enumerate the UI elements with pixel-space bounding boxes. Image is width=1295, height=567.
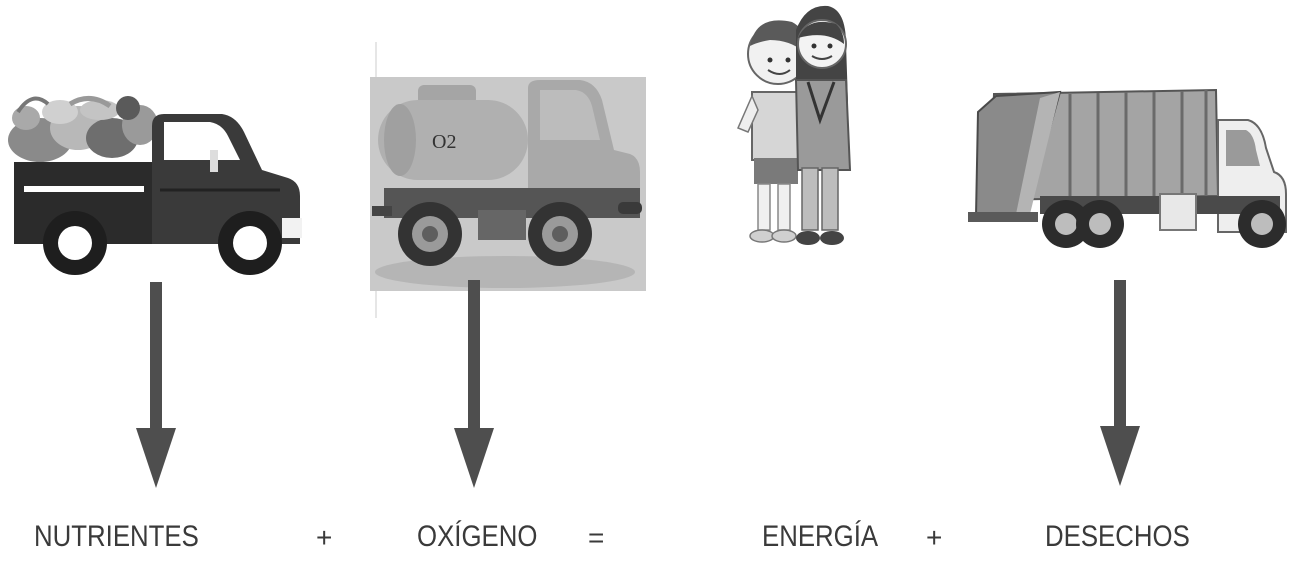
tank-label: O2	[432, 131, 456, 153]
label-nutrientes: NUTRIENTES	[34, 520, 199, 553]
label-oxigeno: OXÍGENO	[417, 520, 538, 553]
label-energia: ENERGÍA	[762, 520, 879, 553]
pickup-truck-produce-image	[8, 96, 302, 275]
plus-sign: +	[316, 522, 333, 553]
arrow-down-nutrientes	[136, 282, 176, 488]
produce-pile	[8, 96, 158, 162]
children-image	[737, 5, 852, 245]
arrow-down-oxigeno	[454, 280, 494, 488]
garbage-truck-image	[968, 88, 1287, 248]
equals-sign: =	[588, 522, 605, 553]
label-desechos: DESECHOS	[1045, 520, 1190, 553]
plus-sign: +	[926, 522, 943, 553]
oxygen-tanker-image: O2	[370, 42, 646, 318]
arrow-down-desechos	[1100, 280, 1140, 486]
